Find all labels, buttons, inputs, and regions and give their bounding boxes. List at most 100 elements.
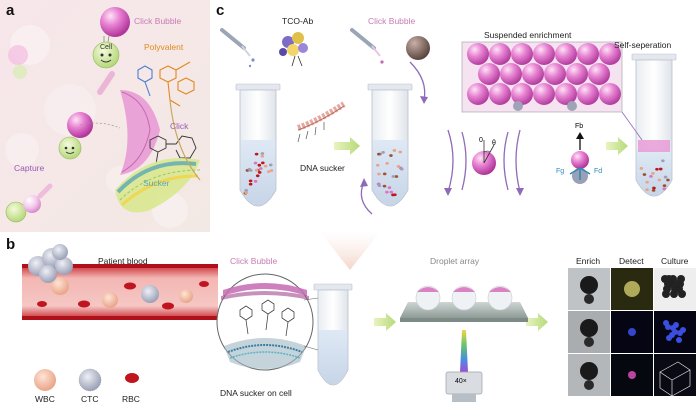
tube-particle: [391, 175, 396, 178]
tube-particle: [254, 168, 259, 172]
tube-particle: [260, 152, 265, 155]
tube-particle: [253, 161, 258, 165]
panel-c-self-separation-label: Self-seperation: [614, 40, 672, 50]
tube-particle: [662, 184, 667, 188]
panel-a-capture-label: Capture: [14, 163, 45, 173]
bubble-mark: [584, 337, 594, 347]
tube-particle: [399, 167, 404, 171]
panel-c-angle-theta: θ: [492, 140, 496, 147]
tube-particle: [662, 187, 667, 191]
tube-particle: [377, 184, 382, 188]
panel-a-polyvalent-label: Polyvalent: [144, 42, 184, 52]
tube-particle: [649, 174, 653, 178]
bubble-mark: [580, 362, 598, 380]
tube-particle: [257, 163, 262, 167]
tube-particle: [389, 190, 394, 194]
grid-header-detect: Detect: [619, 256, 644, 266]
culture-3d-box: [659, 361, 691, 397]
grid-header-enrich: Enrich: [576, 256, 601, 266]
tube-particle: [639, 167, 644, 170]
tube-particle: [658, 167, 663, 171]
tube-particle: [382, 184, 387, 188]
culture-mark: [672, 280, 680, 288]
fluorescence-mark: [624, 281, 640, 297]
culture-mark: [677, 275, 685, 283]
panel-a-click-label: Click: [170, 121, 189, 131]
panel-c-suspended-enrichment-label: Suspended enrichment: [484, 30, 572, 40]
panel-a-art: [5, 7, 201, 228]
tube-particle: [263, 164, 268, 168]
panel-b-letter: b: [6, 236, 16, 253]
culture-mark: [673, 322, 679, 328]
panel-c-click-bubble-label: Click Bubble: [368, 16, 416, 26]
panel-c-force-fg: Fg: [556, 168, 565, 175]
tube-particle: [382, 172, 387, 176]
tube-particle: [394, 175, 399, 178]
tube-particle: [393, 193, 397, 197]
tube-particle: [387, 186, 392, 190]
tube-particle: [398, 150, 403, 154]
tube-particle: [247, 167, 252, 171]
culture-mark: [665, 324, 671, 330]
panel-b-dna-sucker-on-cell-label: DNA sucker on cell: [220, 388, 292, 398]
culture-mark: [678, 290, 686, 298]
panel-b-rbc-label: RBC: [122, 394, 140, 404]
tube-particle: [392, 149, 397, 152]
panel-b-objective-label: 40×: [455, 378, 467, 385]
panel-a-letter: a: [6, 2, 15, 19]
panel-b-wbc-label: WBC: [35, 394, 55, 404]
tube-particle: [260, 154, 265, 158]
tube-particle: [385, 190, 389, 194]
grid-header-culture: Culture: [661, 256, 689, 266]
tube-1: [235, 83, 281, 207]
culture-mark: [680, 327, 686, 333]
panel-b-click-bubble-label: Click Bubble: [230, 256, 278, 266]
tube-particle: [244, 189, 248, 192]
tube-particle: [655, 167, 659, 171]
tube-particle: [657, 178, 662, 182]
bubble-mark: [584, 294, 594, 304]
tube-particle: [663, 175, 668, 179]
panel-a-cell-label: Cell: [100, 44, 113, 51]
tube-2: [367, 83, 413, 207]
tube-particle: [377, 152, 381, 156]
panel-c-angle-zero: 0: [479, 137, 483, 144]
panel-b-droplet-array-label: Droplet array: [430, 256, 480, 266]
tube-particle: [652, 186, 656, 190]
tube-particle: [645, 188, 649, 192]
panel-c-letter: c: [216, 2, 225, 19]
tube-particle: [248, 179, 253, 183]
tube-particle: [661, 159, 665, 163]
panel-c-force-fb: Fb: [575, 123, 584, 130]
fluorescence-mark: [628, 371, 636, 379]
panel-b-ctc-label: CTC: [81, 394, 99, 404]
panel-b-art: [22, 232, 548, 402]
tube-particle: [261, 161, 265, 165]
bubble-mark: [584, 380, 594, 390]
tube-particle: [651, 188, 656, 192]
tube-particle: [377, 172, 381, 176]
panel-c-force-fd: Fd: [594, 168, 603, 175]
tube-particle: [244, 191, 249, 195]
tube-particle: [396, 165, 401, 168]
culture-mark: [676, 337, 682, 343]
panel-c-tco-ab-label: TCO-Ab: [282, 16, 314, 26]
tube-particle: [257, 171, 262, 174]
tube-particle: [666, 178, 670, 182]
tube-3: [631, 53, 677, 197]
fluorescence-mark: [628, 328, 636, 336]
tube-particle: [269, 169, 274, 172]
tube-particle: [389, 154, 393, 157]
tube-particle: [642, 173, 647, 176]
tube-particle: [381, 150, 385, 154]
tube-particle: [375, 163, 380, 167]
tube-particle: [253, 179, 258, 183]
panel-a-click-bubble-label: Click Bubble: [134, 16, 182, 26]
tube-particle: [645, 180, 649, 184]
panel-a-sucker-label: Sucker: [143, 178, 170, 188]
tube-particle: [259, 167, 263, 170]
tube-particle: [248, 182, 253, 186]
bubble-mark: [580, 276, 598, 294]
tube-particle: [266, 170, 271, 174]
